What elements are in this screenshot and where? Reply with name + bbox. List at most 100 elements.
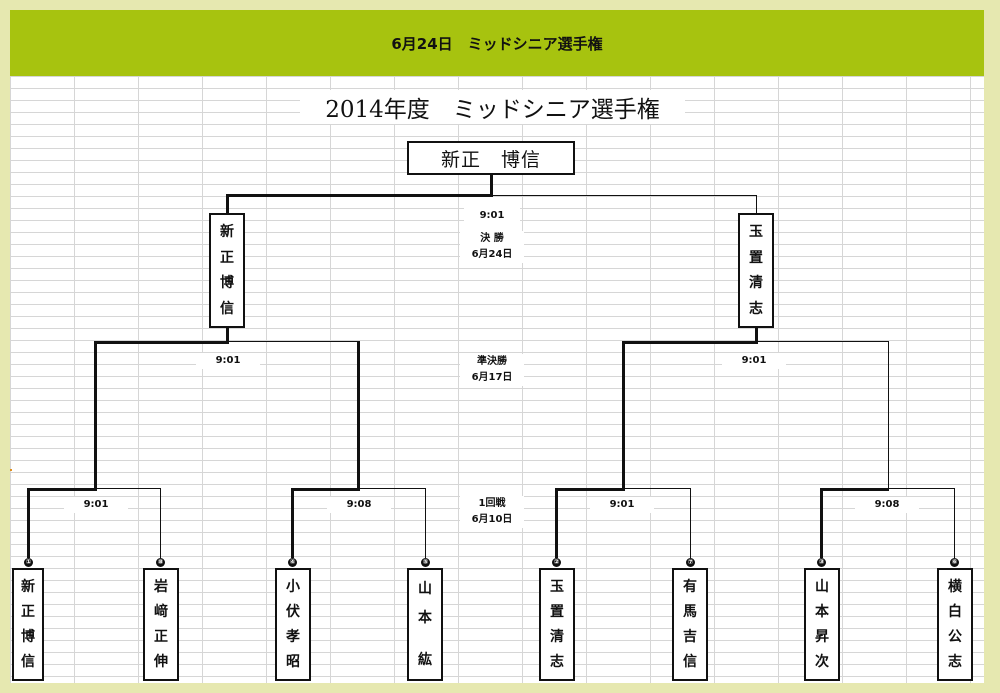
player-char: 清	[550, 629, 564, 646]
player-box: 岩 﨑 正 伸	[143, 568, 179, 681]
player-char: 志	[550, 654, 564, 671]
semi-left-stem	[226, 328, 229, 343]
player-char: 置	[550, 603, 564, 620]
r1-c-horizontal-bold	[555, 488, 625, 491]
player-box: 有 馬 吉 信	[672, 568, 708, 681]
final-line-right-drop	[756, 195, 757, 213]
player-char: 山	[815, 578, 829, 595]
semi-round-name: 準決勝	[460, 354, 524, 370]
bracket-sheet: 2014年度 ミッドシニア選手権 新正 博信 新 正 博 信 玉 置 清 志 9…	[10, 76, 984, 683]
semi-left-horizontal-bold	[94, 341, 229, 344]
spreadsheet-frame: 6月24日 ミッドシニア選手権 2014年度 ミッドシニア選手権 新正 博信 新…	[10, 10, 984, 683]
player-char: 次	[815, 654, 829, 671]
r1-b-horizontal-bold	[291, 488, 360, 491]
player-box: 山 本 紘	[407, 568, 443, 681]
player-char: 新	[21, 578, 35, 595]
champion-box: 新正 博信	[407, 141, 575, 175]
semi-right-horizontal-thin	[758, 341, 889, 342]
player-char: 横	[948, 578, 962, 595]
r1-d-horizontal-thin	[889, 488, 955, 489]
r1-c-horizontal-thin	[625, 488, 691, 489]
finalist-right-char: 置	[749, 249, 763, 266]
player-char: 本	[815, 603, 829, 620]
final-line-left-drop	[226, 194, 229, 213]
tournament-title: 2014年度 ミッドシニア選手権	[300, 90, 685, 124]
seed-marker: ④	[288, 558, 297, 567]
page-header: 6月24日 ミッドシニア選手権	[10, 10, 984, 76]
r1-b-drop-right	[425, 488, 426, 558]
final-line-left-horizontal	[226, 194, 493, 197]
player-char: 昭	[286, 654, 300, 671]
first-round-name: 1回戦	[460, 496, 524, 512]
player-char: 昇	[815, 629, 829, 646]
semi-right-stem	[755, 328, 758, 343]
r1-a-drop-left	[27, 488, 30, 558]
r1-a-horizontal-thin	[97, 488, 161, 489]
semi-left-drop-a	[94, 341, 97, 490]
player-char: 﨑	[154, 603, 168, 620]
player-char: 正	[21, 603, 35, 620]
semi-right-drop-b	[888, 341, 889, 490]
player-char: 紘	[418, 652, 432, 669]
player-char: 岩	[154, 578, 168, 595]
player-char: 伏	[286, 603, 300, 620]
player-box: 小 伏 孝 昭	[275, 568, 311, 681]
player-char: 白	[948, 603, 962, 620]
player-char: 信	[683, 654, 697, 671]
finalist-left-box: 新 正 博 信	[209, 213, 245, 328]
seed-marker: ②	[552, 558, 561, 567]
player-char: 博	[21, 629, 35, 646]
r1-b-drop-left	[291, 488, 294, 558]
finalist-right-char: 清	[749, 275, 763, 292]
r1-d-time: 9:08	[855, 497, 919, 513]
finalist-left-char: 正	[220, 249, 234, 266]
r1-d-drop-right	[954, 488, 955, 558]
r1-b-time: 9:08	[327, 497, 391, 513]
finalist-right-char: 志	[749, 301, 763, 318]
player-char: 有	[683, 578, 697, 595]
final-round-name: 決 勝	[460, 231, 524, 247]
player-char: 正	[154, 629, 168, 646]
r1-a-time: 9:01	[64, 497, 128, 513]
player-char: 志	[948, 654, 962, 671]
r1-a-horizontal-bold	[27, 488, 97, 491]
semi-right-time: 9:01	[722, 353, 786, 369]
player-box: 山 本 昇 次	[804, 568, 840, 681]
player-char: 玉	[550, 578, 564, 595]
first-round-date: 6月10日	[460, 512, 524, 528]
final-time: 9:01	[464, 208, 520, 224]
finalist-left-char: 新	[220, 223, 234, 240]
player-char: 小	[286, 578, 300, 595]
player-char: 信	[21, 654, 35, 671]
r1-c-drop-right	[690, 488, 691, 558]
seed-marker: ⑦	[686, 558, 695, 567]
finalist-left-char: 博	[220, 275, 234, 292]
r1-a-drop-right	[160, 488, 161, 558]
player-box: 新 正 博 信	[12, 568, 44, 681]
semi-right-horizontal-bold	[622, 341, 758, 344]
seed-marker: ⑥	[950, 558, 959, 567]
player-char: 公	[948, 629, 962, 646]
finalist-left-char: 信	[220, 301, 234, 318]
player-char: 吉	[683, 629, 697, 646]
semi-left-drop-b	[357, 341, 360, 490]
seed-marker: ⑧	[156, 558, 165, 567]
final-date: 6月24日	[460, 247, 524, 263]
seed-marker: ①	[24, 558, 33, 567]
player-box: 横 白 公 志	[937, 568, 973, 681]
r1-c-time: 9:01	[590, 497, 654, 513]
seed-marker: ③	[817, 558, 826, 567]
finalist-right-char: 玉	[749, 223, 763, 240]
semi-left-time: 9:01	[196, 353, 260, 369]
final-line-right-horizontal	[493, 195, 757, 196]
semi-left-horizontal-thin	[229, 341, 360, 342]
semi-date: 6月17日	[460, 370, 524, 386]
player-char: 本	[418, 609, 432, 626]
r1-b-horizontal-thin	[360, 488, 426, 489]
player-char: 馬	[683, 603, 697, 620]
seed-marker: ⑤	[421, 558, 430, 567]
r1-c-drop-left	[555, 488, 558, 558]
r1-d-drop-left	[820, 488, 823, 558]
final-line-center	[490, 173, 493, 197]
r1-d-horizontal-bold	[820, 488, 889, 491]
